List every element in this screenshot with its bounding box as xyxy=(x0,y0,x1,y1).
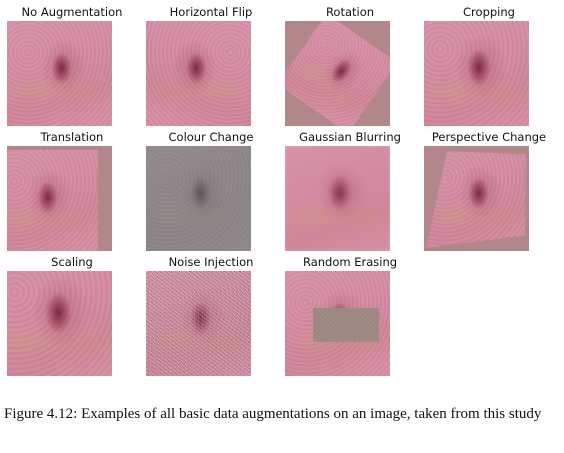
panel-image xyxy=(285,271,390,376)
panel-label: Translation xyxy=(40,130,104,144)
panel-label: Rotation xyxy=(325,5,375,19)
panel-label: Perspective Change xyxy=(431,130,547,144)
panel-label: Gaussian Blurring xyxy=(299,130,401,144)
panel-image xyxy=(7,146,112,251)
panel-image xyxy=(424,21,529,126)
panel-label: Horizontal Flip xyxy=(169,5,253,19)
panel-image xyxy=(146,271,251,376)
panel-image xyxy=(7,21,112,126)
panel-image xyxy=(285,146,390,251)
panel-image xyxy=(285,21,390,126)
panel-label: Colour Change xyxy=(168,130,254,144)
panel-image xyxy=(146,21,251,126)
panel-image xyxy=(7,271,112,376)
panel-label: Cropping xyxy=(463,5,515,19)
panel-label: Random Erasing xyxy=(302,255,398,269)
panel-image xyxy=(424,146,529,251)
panel-label: Noise Injection xyxy=(168,255,254,269)
panel-label: Scaling xyxy=(51,255,93,269)
panel-label: No Augmentation xyxy=(21,5,123,19)
panel-image xyxy=(146,146,251,251)
figure-caption: Figure 4.12: Examples of all basic data … xyxy=(4,406,542,422)
